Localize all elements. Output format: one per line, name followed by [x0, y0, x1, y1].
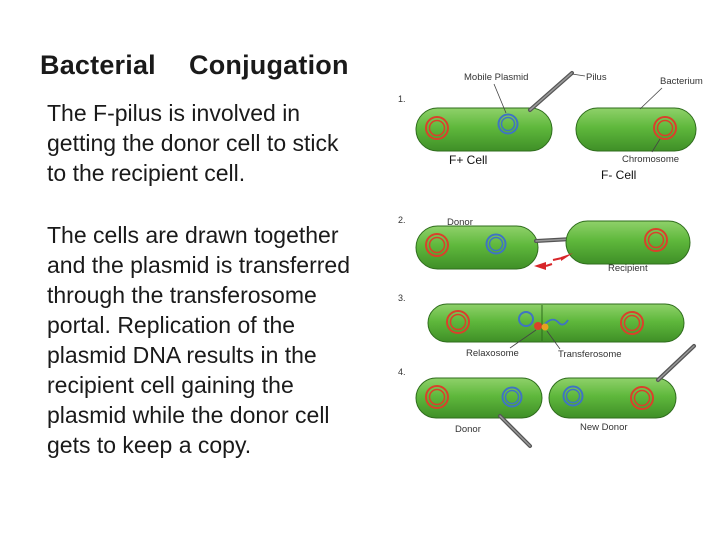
paragraph-line: plasmid while the donor cell — [47, 402, 330, 428]
paragraph-line: recipient cell gaining the — [47, 372, 294, 398]
label-chromosome: Chromosome — [622, 154, 679, 165]
label-transferosome: Transferosome — [558, 349, 622, 360]
plasmid-strand-icon — [543, 318, 569, 326]
plasmid-icon — [562, 385, 584, 407]
label-donor: Donor — [447, 217, 473, 228]
paragraph-transfer: The cells are drawn together and the pla… — [47, 220, 392, 460]
f-minus-cell-body — [575, 107, 697, 152]
label-bacterium: Bacterium — [660, 76, 703, 87]
new-donor-cell-body — [548, 377, 677, 419]
step-number-4: 4. — [398, 367, 406, 377]
label-relaxosome: Relaxosome — [466, 348, 519, 359]
label-mobile-plasmid: Mobile Plasmid — [464, 72, 528, 83]
relaxosome-icon — [534, 322, 542, 330]
chromosome-icon — [630, 386, 654, 410]
step-number-3: 3. — [398, 293, 406, 303]
plasmid-icon — [497, 113, 519, 135]
paragraph-line: through the transferosome — [47, 282, 317, 308]
donor-cell-body — [415, 225, 539, 270]
chromosome-icon — [425, 233, 449, 257]
plasmid-icon — [518, 311, 534, 327]
step-number-1: 1. — [398, 94, 406, 104]
label-new-donor: New Donor — [580, 422, 628, 433]
paragraph-line: The F-pilus is involved in — [47, 100, 301, 126]
paragraph-line: The cells are drawn together — [47, 222, 339, 248]
chromosome-icon — [653, 116, 677, 140]
paragraph-line: gets to keep a copy. — [47, 432, 252, 458]
chromosome-icon — [425, 385, 449, 409]
chromosome-icon — [425, 116, 449, 140]
paragraph-line: plasmid DNA results in the — [47, 342, 317, 368]
chromosome-icon — [446, 310, 470, 334]
arrow-right-icon — [561, 253, 573, 261]
chromosome-icon — [644, 228, 668, 252]
arrow-left-icon — [534, 262, 546, 270]
label-recipient: Recipient — [608, 263, 648, 274]
paragraph-line: to the recipient cell. — [47, 160, 246, 186]
paragraph-line: and the plasmid is transferred — [47, 252, 350, 278]
label-f-plus-cell: F+ Cell — [449, 153, 487, 167]
plasmid-icon — [485, 233, 507, 255]
paragraph-pilus: The F-pilus is involved in getting the d… — [47, 98, 387, 188]
page-title-part-2: Conjugation — [189, 50, 349, 80]
donor-cell-body — [415, 377, 543, 419]
conjugation-diagram: 1. 2. 3. 4. Mobile Plasmid Pilus Bacteri… — [398, 71, 703, 448]
joined-cells-body — [427, 303, 685, 343]
label-pilus: Pilus — [586, 72, 607, 83]
plasmid-icon — [501, 386, 523, 408]
label-donor-final: Donor — [455, 424, 481, 435]
paragraph-line: portal. Replication of the — [47, 312, 296, 338]
f-plus-cell-body — [415, 107, 553, 152]
label-f-minus-cell: F- Cell — [601, 168, 636, 182]
chromosome-icon — [620, 311, 644, 335]
transferosome-icon — [541, 323, 549, 331]
recipient-cell-body — [565, 220, 691, 265]
paragraph-line: getting the donor cell to stick — [47, 130, 339, 156]
page-title-part-1: Bacterial — [40, 50, 156, 80]
step-number-2: 2. — [398, 215, 406, 225]
